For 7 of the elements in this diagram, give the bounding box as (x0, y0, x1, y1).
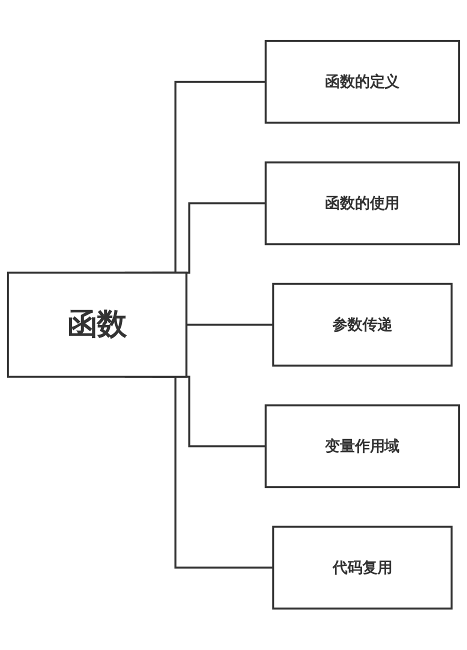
connector (186, 324, 274, 326)
node-box: 函数的使用 (264, 162, 460, 246)
node-box: 函数 (6, 272, 188, 378)
node-box: 变量作用域 (264, 404, 460, 488)
node-box: 函数的定义 (264, 40, 460, 124)
node-box: 参数传递 (272, 283, 453, 367)
node-box: 代码复用 (272, 526, 453, 610)
